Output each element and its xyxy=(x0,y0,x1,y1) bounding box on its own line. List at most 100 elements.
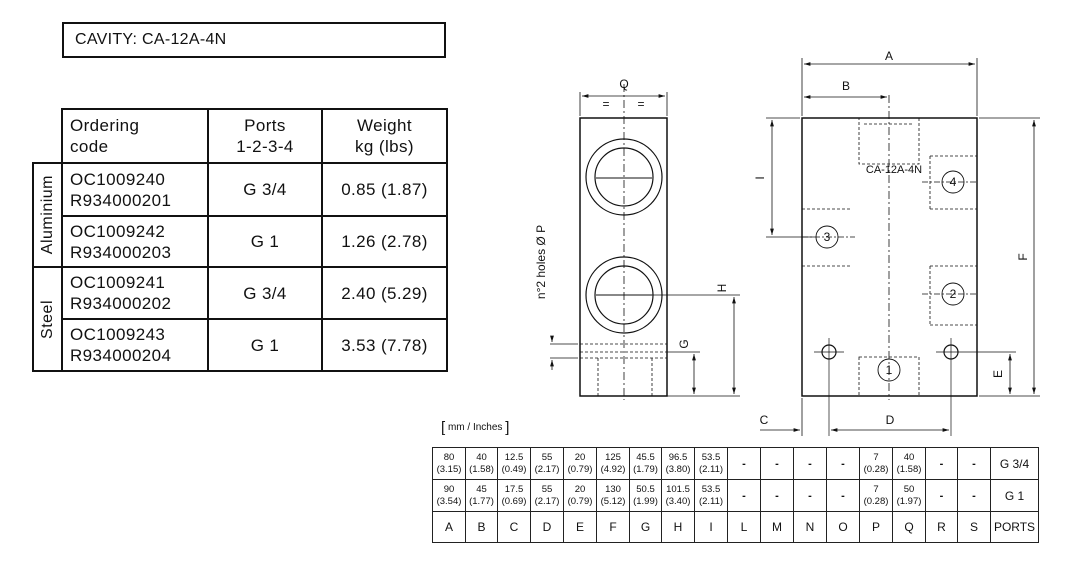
dim-value-cell: 130(5.12) xyxy=(596,479,630,512)
weight-cell: 1.26 (2.78) xyxy=(321,215,448,268)
dim-c-label: C xyxy=(760,413,769,427)
dim-value-cell: 40(1.58) xyxy=(892,447,926,480)
dim-value-cell: 53.5(2.11) xyxy=(694,447,728,480)
ordering-code: OC1009240 xyxy=(70,169,166,189)
dim-letter-cell: N xyxy=(793,511,827,543)
ordering-code: OC1009242 xyxy=(70,221,166,241)
ports-cell: G 1 xyxy=(207,215,323,268)
dim-port-cell: G 1 xyxy=(990,479,1039,512)
dim-letter-cell: C xyxy=(497,511,531,543)
weight-cell: 3.53 (7.78) xyxy=(321,318,448,372)
dim-letter-cell: Q xyxy=(892,511,926,543)
ordering-code-alt: R934000204 xyxy=(70,346,172,365)
port-3-number: 3 xyxy=(824,230,831,244)
dim-empty-cell: - xyxy=(793,479,827,512)
material-steel: Steel xyxy=(32,266,63,372)
dimension-row: 90(3.54)45(1.77)17.5(0.69)55(2.17)20(0.7… xyxy=(432,479,1039,512)
technical-drawing: Q = = n°2 holes Ø P H G xyxy=(534,49,1040,436)
dim-a-label: A xyxy=(885,49,893,63)
dim-q-label: Q xyxy=(619,77,628,91)
dim-letter-cell: O xyxy=(826,511,860,543)
dim-value-cell: 125(4.92) xyxy=(596,447,630,480)
dim-letter-cell: A xyxy=(432,511,466,543)
dim-empty-cell: - xyxy=(925,479,958,512)
dim-value-cell: 45(1.77) xyxy=(465,479,498,512)
dim-d-label: D xyxy=(886,413,895,427)
cavity-label: CAVITY: CA-12A-4N xyxy=(62,22,446,58)
dim-value-cell: 7(0.28) xyxy=(859,447,893,480)
ordering-code-alt: R934000202 xyxy=(70,294,172,313)
dim-letter-cell: M xyxy=(760,511,794,543)
units-label: [ mm / Inches ] xyxy=(441,419,510,436)
dim-value-cell: 96.5(3.80) xyxy=(661,447,695,480)
side-view xyxy=(550,84,740,400)
dim-empty-cell: - xyxy=(826,479,860,512)
dim-h-label: H xyxy=(715,284,729,293)
ordering-code: OC1009243 xyxy=(70,325,166,344)
port-4-number: 4 xyxy=(950,175,957,189)
ordering-code: OC1009241 xyxy=(70,273,166,292)
dim-empty-cell: - xyxy=(957,479,991,512)
dim-letter-cell: R xyxy=(925,511,958,543)
port-1-number: 1 xyxy=(886,363,893,377)
dim-empty-cell: - xyxy=(760,479,794,512)
dim-value-cell: 40(1.58) xyxy=(465,447,498,480)
dim-value-cell: 55(2.17) xyxy=(530,447,564,480)
dim-letter-cell: G xyxy=(629,511,662,543)
dim-letter-cell: E xyxy=(563,511,597,543)
dim-b-label: B xyxy=(842,79,850,93)
dim-value-cell: 20(0.79) xyxy=(563,479,597,512)
dim-empty-cell: - xyxy=(925,447,958,480)
dim-value-cell: 50(1.97) xyxy=(892,479,926,512)
dim-empty-cell: - xyxy=(760,447,794,480)
dim-port-cell: G 3/4 xyxy=(990,447,1039,480)
dim-value-cell: 17.5(0.69) xyxy=(497,479,531,512)
dim-value-cell: 50.5(1.99) xyxy=(629,479,662,512)
dim-empty-cell: - xyxy=(957,447,991,480)
dim-value-cell: 90(3.54) xyxy=(432,479,466,512)
ports-cell: G 3/4 xyxy=(207,266,323,320)
material-aluminium: Aluminium xyxy=(32,162,63,268)
dim-e-label: E xyxy=(991,370,1005,378)
weight-cell: 2.40 (5.29) xyxy=(321,266,448,320)
dim-letter-cell: D xyxy=(530,511,564,543)
port-2-number: 2 xyxy=(950,287,957,301)
dim-f-label: F xyxy=(1016,253,1030,260)
dimension-table: 80(3.15)40(1.58)12.5(0.49)55(2.17)20(0.7… xyxy=(432,447,1039,543)
equal-mark: = xyxy=(637,97,644,111)
dim-empty-cell: - xyxy=(727,447,761,480)
dim-letter-cell: F xyxy=(596,511,630,543)
dim-g-label: G xyxy=(677,339,691,348)
cavity-marking: CA-12A-4N xyxy=(866,164,922,176)
dim-empty-cell: - xyxy=(826,447,860,480)
dim-value-cell: 45.5(1.79) xyxy=(629,447,662,480)
dim-value-cell: 101.5(3.40) xyxy=(661,479,695,512)
weight-cell: 0.85 (1.87) xyxy=(321,162,448,217)
dim-letter-cell: H xyxy=(661,511,695,543)
dim-letter-cell: S xyxy=(957,511,991,543)
dim-letter-cell: L xyxy=(727,511,761,543)
dim-empty-cell: - xyxy=(793,447,827,480)
ports-cell: G 1 xyxy=(207,318,323,372)
dim-value-cell: 80(3.15) xyxy=(432,447,466,480)
dim-value-cell: 12.5(0.49) xyxy=(497,447,531,480)
equal-mark: = xyxy=(602,97,609,111)
dim-value-cell: 53.5(2.11) xyxy=(694,479,728,512)
ordering-code-alt: R934000201 xyxy=(70,190,172,210)
dim-value-cell: 55(2.17) xyxy=(530,479,564,512)
dim-letter-cell: I xyxy=(694,511,728,543)
dim-letter-cell: B xyxy=(465,511,498,543)
ports-cell: G 3/4 xyxy=(207,162,323,217)
ordering-code-alt: R934000203 xyxy=(70,242,172,262)
holes-label: n°2 holes Ø P xyxy=(534,225,548,299)
front-view xyxy=(760,58,1040,436)
